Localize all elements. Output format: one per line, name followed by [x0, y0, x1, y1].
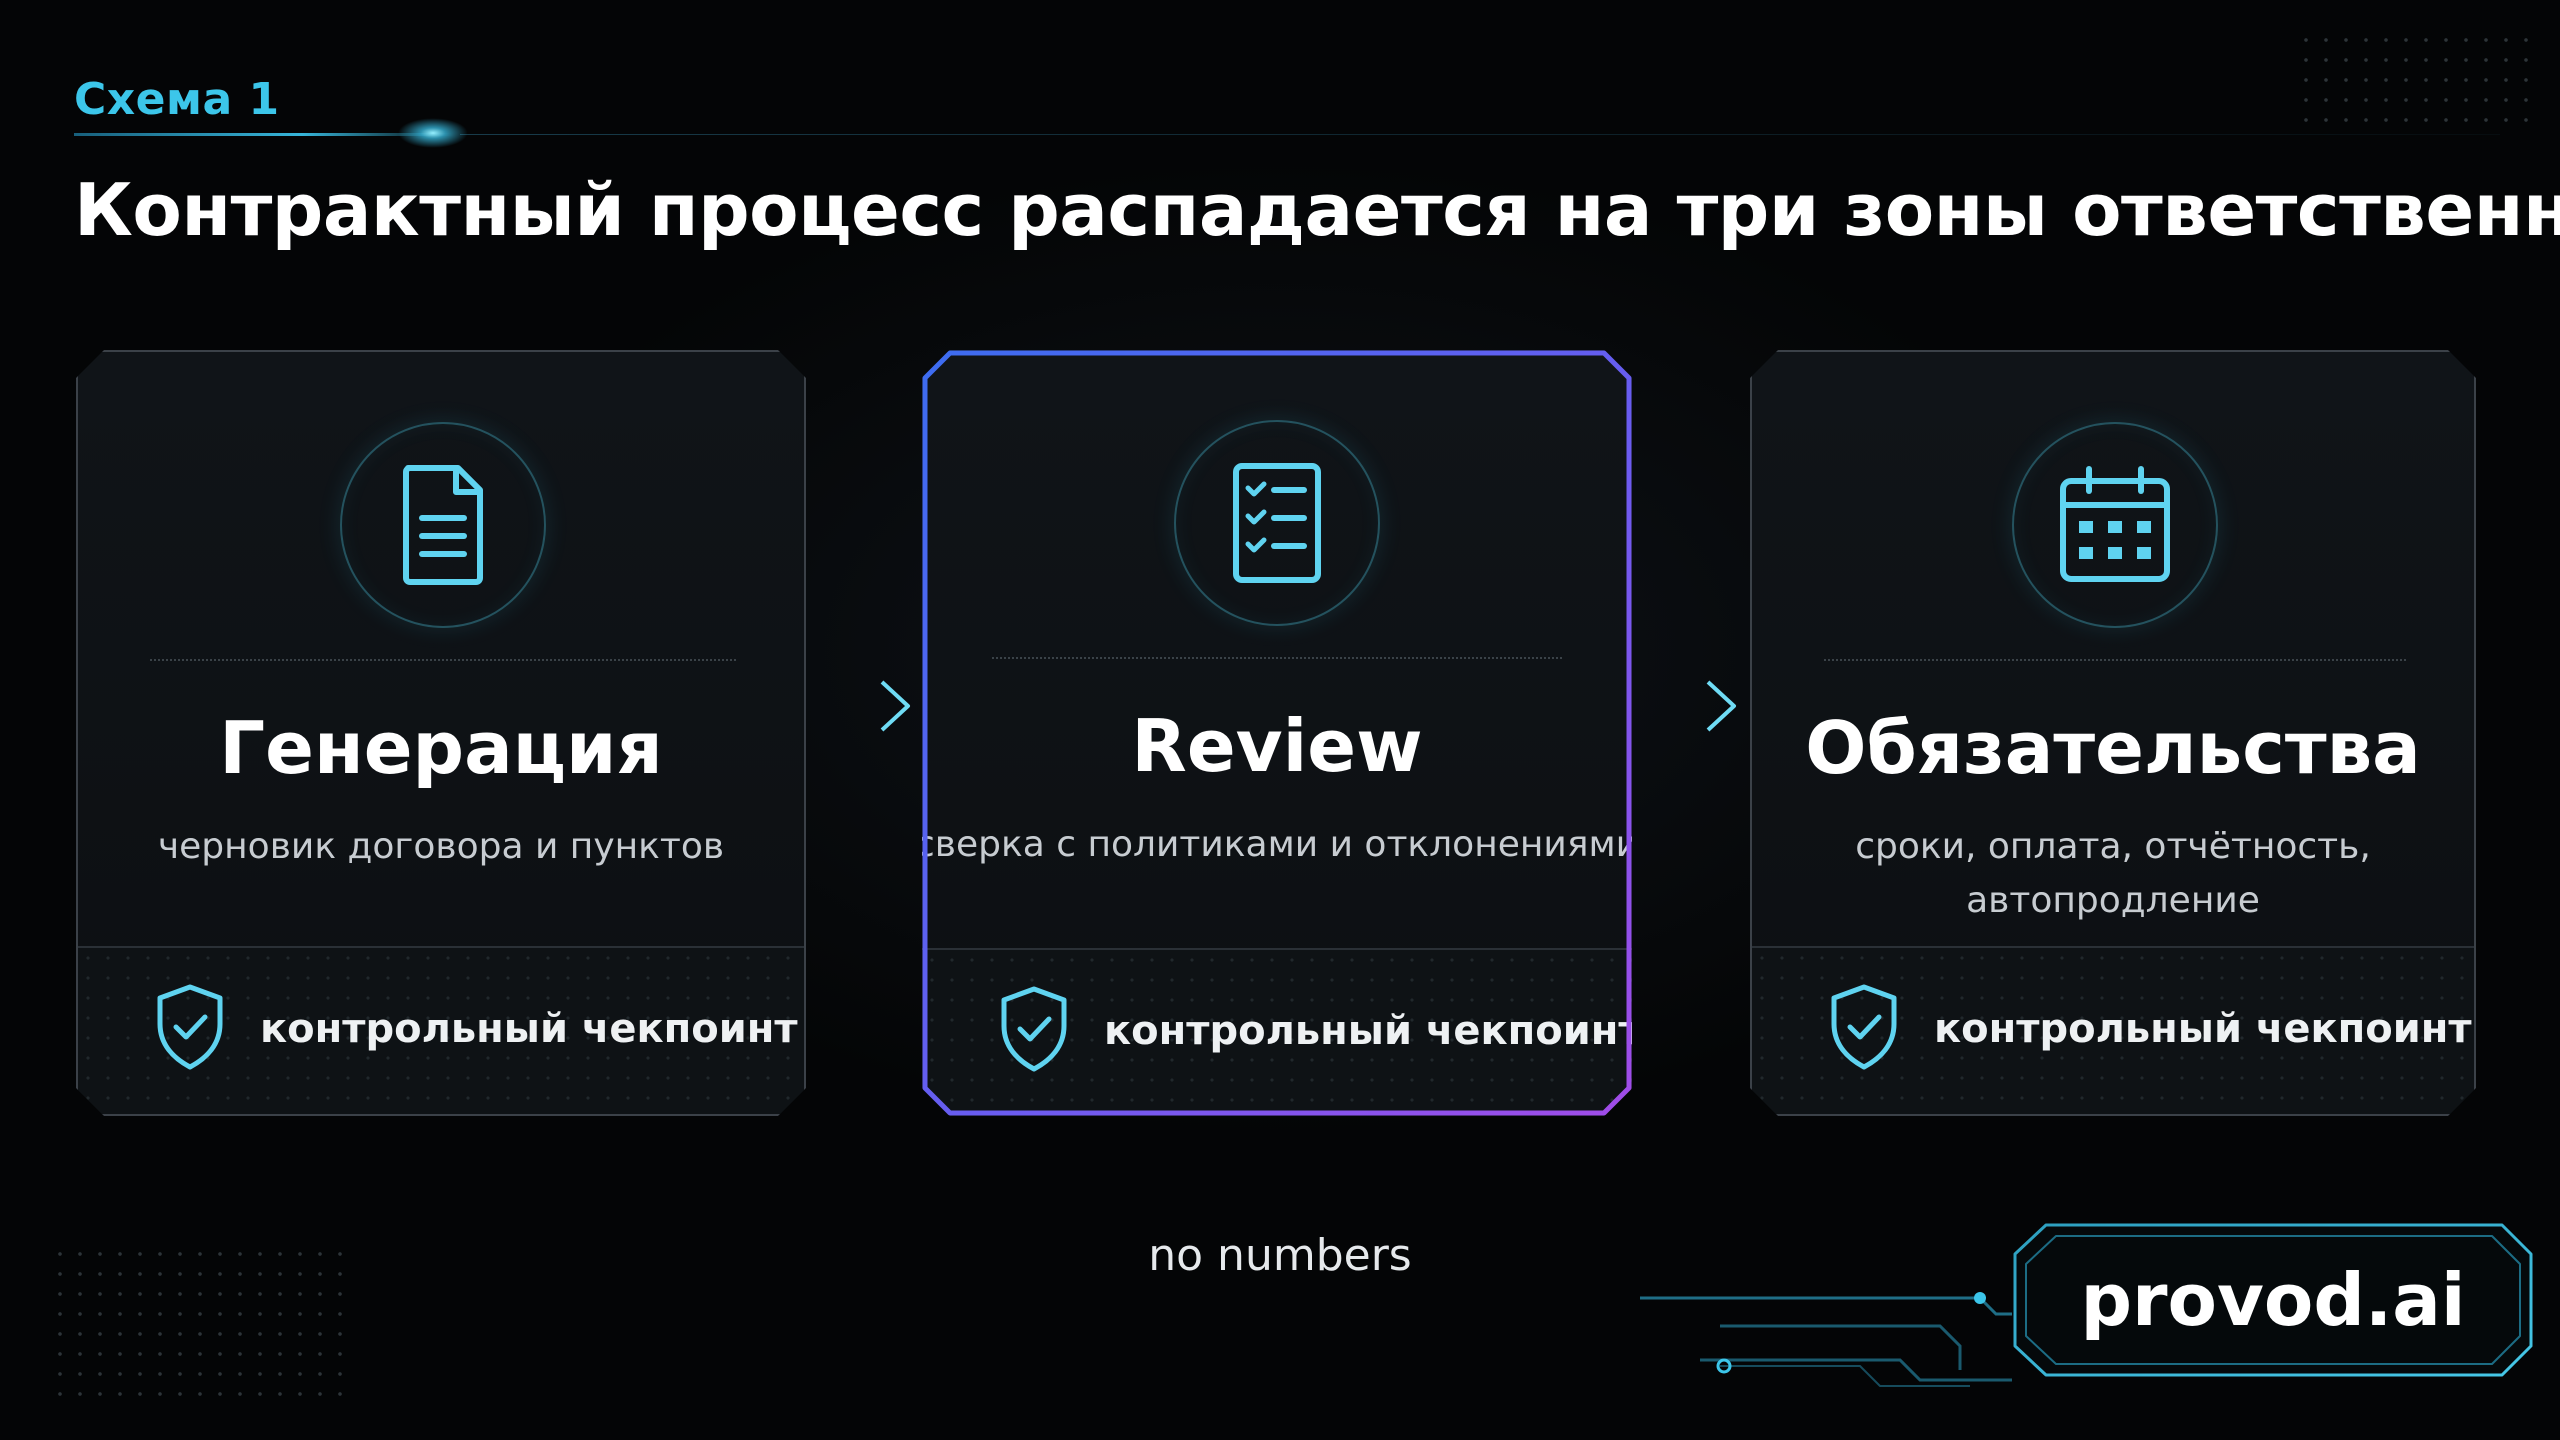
card-divider	[992, 657, 1562, 659]
card-title: Генерация	[219, 706, 663, 790]
schema-label: Схема 1	[74, 74, 280, 125]
shield-check-icon	[152, 982, 228, 1072]
card-description-line: автопродление	[1966, 880, 2260, 921]
checkpoint-row: контрольный чекпоинт	[78, 946, 804, 1114]
brand-logo: provod.ai	[2080, 1258, 2466, 1342]
checkpoint-row: контрольный чекпоинт	[1752, 946, 2474, 1114]
card-description: сроки, оплата, отчётность, автопродление	[1855, 820, 2371, 928]
page-title: Контрактный процесс распадается на три з…	[74, 168, 2560, 252]
schema-glow	[398, 118, 468, 148]
brand-frame	[2013, 1223, 2533, 1377]
card-title: Review	[1131, 704, 1423, 788]
shield-check-icon	[1826, 982, 1902, 1072]
card-obligations: Обязательства сроки, оплата, отчётность,…	[1750, 350, 2476, 1116]
icon-circle	[1174, 420, 1380, 626]
icon-circle	[2012, 422, 2218, 628]
card-description: черновик договора и пунктов	[157, 826, 725, 867]
card-divider	[150, 659, 736, 661]
arrow-right-icon	[1638, 680, 1736, 732]
card-review: Review сверка с политиками и отклонениям…	[922, 350, 1632, 1116]
shield-check-icon	[996, 984, 1072, 1074]
card-description-line: сроки, оплата, отчётность,	[1855, 826, 2371, 867]
checkpoint-row: контрольный чекпоинт	[922, 948, 1632, 1116]
circuit-lines	[1640, 1292, 2012, 1387]
checklist-icon	[1222, 458, 1332, 588]
checkpoint-label: контрольный чекпоинт	[1104, 1008, 1642, 1054]
icon-circle	[340, 422, 546, 628]
checkpoint-label: контрольный чекпоинт	[1934, 1006, 2472, 1052]
card-divider	[1824, 659, 2406, 661]
footnote: no numbers	[1148, 1230, 1412, 1281]
arrow-right-icon	[812, 680, 910, 732]
dot-grid-bottom-left	[50, 1244, 350, 1404]
schema-underline	[74, 133, 454, 136]
card-generation: Генерация черновик договора и пунктов ко…	[76, 350, 806, 1116]
checkpoint-label: контрольный чекпоинт	[260, 1006, 798, 1052]
dot-grid-top-right	[2296, 30, 2536, 130]
document-icon	[388, 460, 498, 590]
calendar-icon	[2055, 463, 2175, 587]
header-rule	[460, 134, 2500, 135]
card-title: Обязательства	[1805, 706, 2421, 790]
card-description: сверка с политиками и отклонениями	[914, 824, 1640, 865]
